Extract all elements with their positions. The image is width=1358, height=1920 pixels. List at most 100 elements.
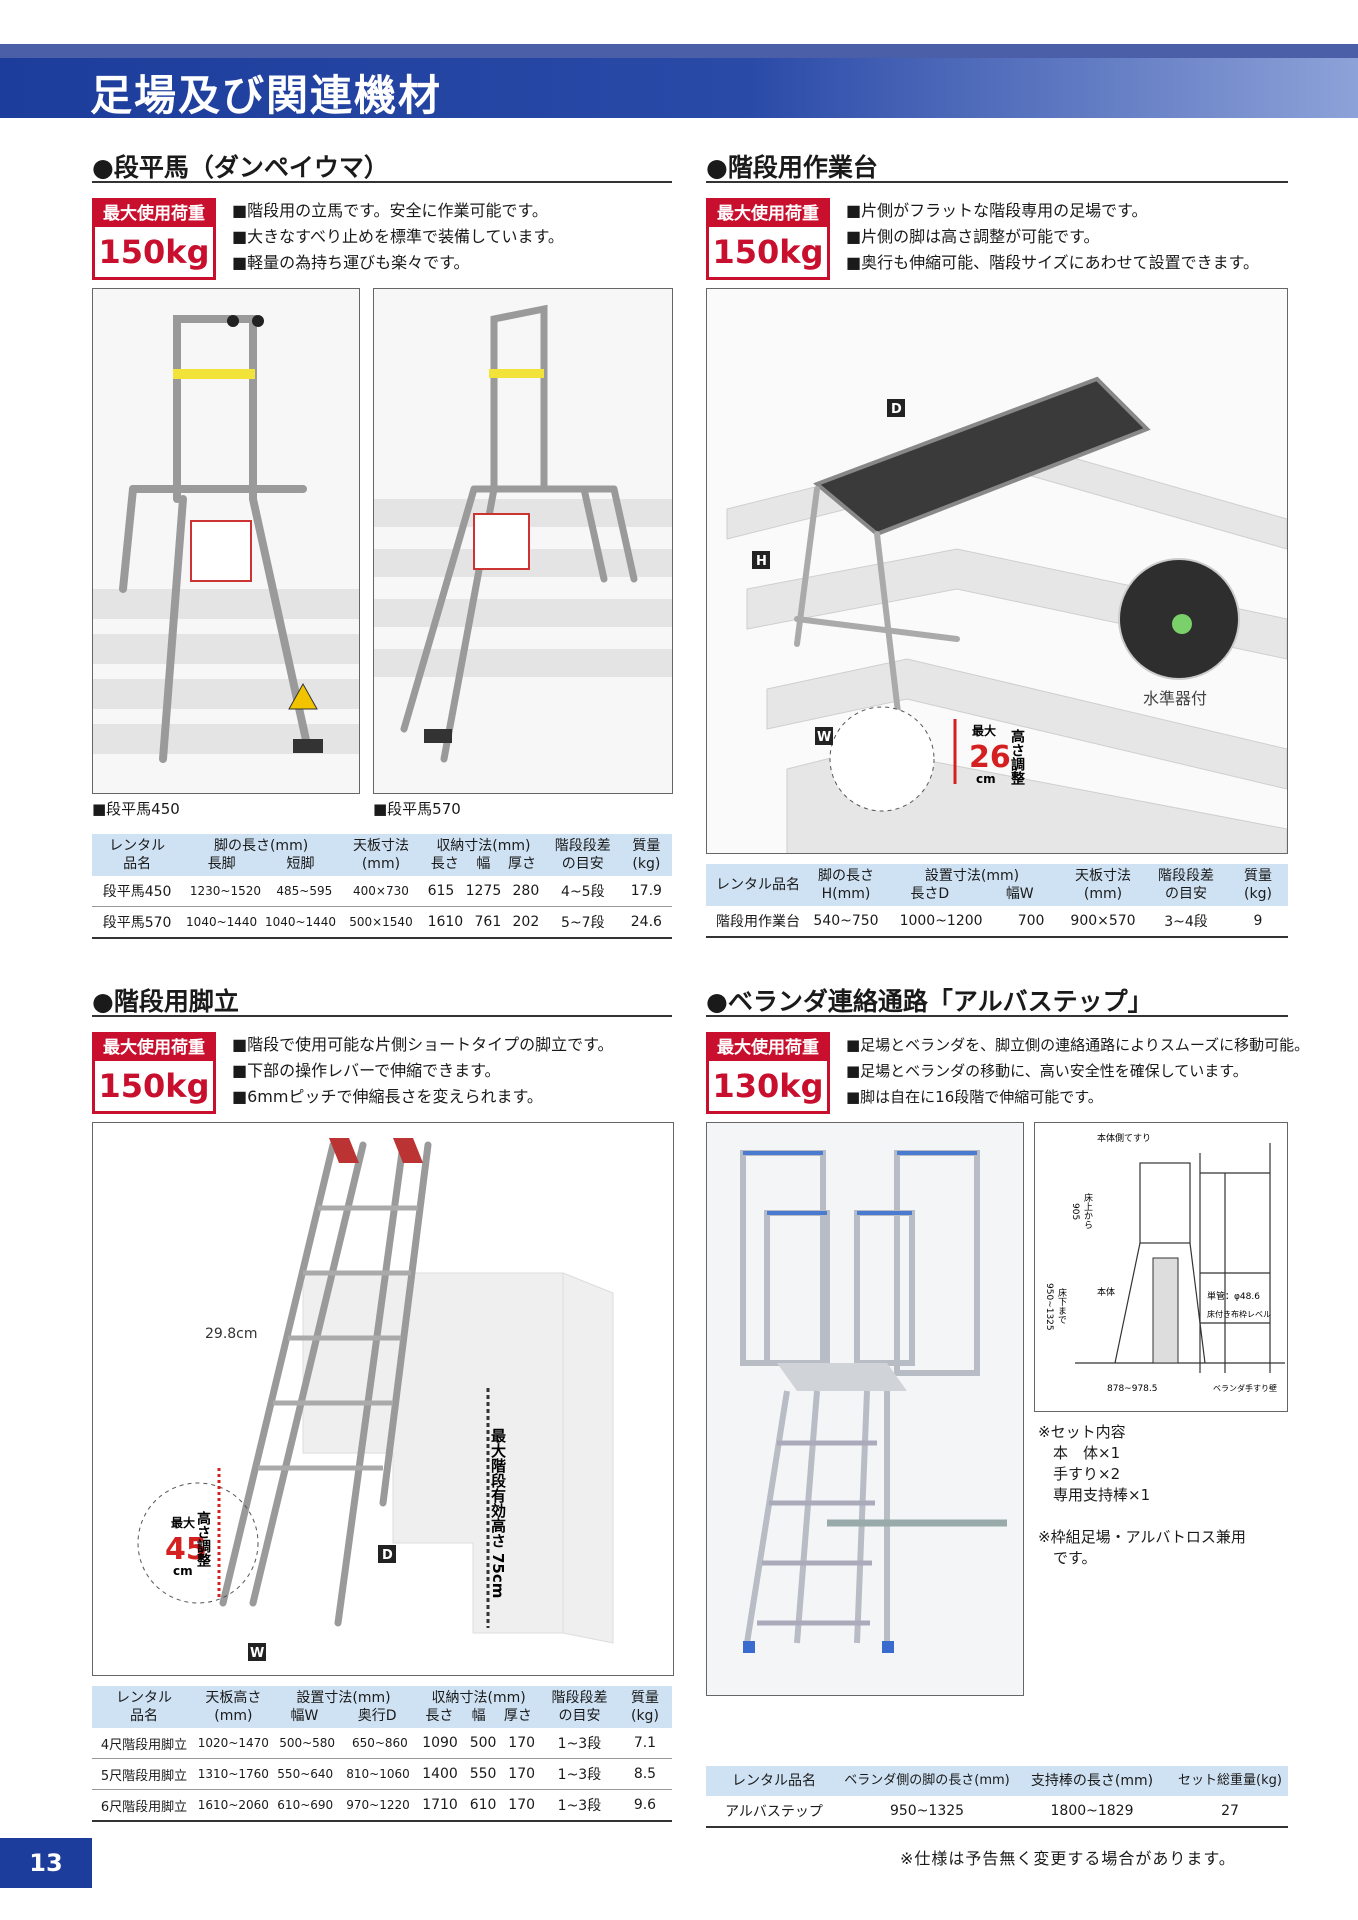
diagram-label: 905 — [1070, 1203, 1080, 1220]
col-subheader: 幅W — [290, 1708, 319, 1724]
table-cell: 1610~2060 — [195, 1789, 271, 1822]
col-subheader: 短脚 — [286, 856, 315, 872]
table-cell-part: 500 — [469, 1735, 497, 1751]
table-cell: 400×730 — [339, 876, 422, 907]
table-cell: 9 — [1228, 906, 1288, 938]
table-cell-part: 700 — [1017, 913, 1045, 929]
max-load-value: 150kg — [98, 1067, 210, 1105]
table-cell-part: 650~860 — [351, 1736, 408, 1750]
section-rule — [92, 181, 672, 183]
photo-caption: ■段平馬450 — [92, 800, 180, 818]
table-cell-part: 761 — [474, 914, 502, 930]
table-cell: 1~3段 — [541, 1728, 618, 1759]
feature-list: ■階段で使用可能な片側ショートタイプの脚立です。 ■下部の操作レバーで伸縮できま… — [232, 1032, 614, 1110]
dim-label-h: H — [756, 554, 767, 569]
section-rule — [92, 1015, 672, 1017]
table-cell-part: 202 — [512, 914, 540, 930]
set-contents-note: ※セット内容 本 体×1 手すり×2 専用支持棒×1 ※枠組足場・アルバトロス兼… — [1038, 1422, 1246, 1569]
col-header-text: 設置寸法(mm) — [296, 1690, 391, 1706]
table-cell-part: 610~690 — [277, 1798, 334, 1812]
feature-list: ■片側がフラットな階段専用の足場です。 ■片側の脚は高さ調整が可能です。 ■奥行… — [846, 198, 1259, 276]
table-cell-part: 170 — [508, 1766, 536, 1782]
table-cell: 3~4段 — [1144, 906, 1228, 938]
dim-label-w: W — [817, 730, 831, 745]
col-header: 質量 (kg) — [1228, 864, 1288, 906]
feature-item: ■6mmピッチで伸縮長さを変えられます。 — [232, 1087, 543, 1106]
table-cell: 1040~1440 1040~1440 — [182, 906, 340, 939]
product-photo-kyatatsu: 29.8cm 最大 45 cm 高さ調整 最大階段有効高さ 75cm D W — [92, 1122, 674, 1676]
max-label: 最大 — [171, 1515, 195, 1530]
col-header: レンタル品名 — [706, 864, 810, 906]
feature-item: ■下部の操作レバーで伸縮できます。 — [232, 1061, 501, 1080]
table-cell: 540~750 — [810, 906, 882, 938]
level-label: 水準器付 — [1143, 689, 1207, 708]
feature-item: ■片側がフラットな階段専用の足場です。 — [846, 201, 1148, 220]
col-header: 天板寸法 (mm) — [339, 834, 422, 876]
stair-ladder-illustration: 29.8cm 最大 45 cm 高さ調整 最大階段有効高さ 75cm D W — [93, 1123, 673, 1675]
table-cell-part: 170 — [508, 1735, 536, 1751]
stepladder-illustration — [374, 289, 672, 793]
note-line: ※セット内容 — [1038, 1423, 1126, 1441]
col-header: レンタル品名 — [706, 1766, 842, 1796]
table-cell: 900×570 — [1062, 906, 1144, 938]
col-header: 脚の長さ H(mm) — [810, 864, 882, 906]
table-cell: 段平馬450 — [92, 876, 183, 907]
table-cell-part: 970~1220 — [346, 1798, 410, 1812]
table-cell: 17.9 — [620, 876, 672, 907]
feature-item: ■足場とベランダの移動に、高い安全性を確保しています。 — [846, 1062, 1248, 1080]
technical-drawing: 本体側てすり 905 床上から 950~1325 床下まで 本体 単管：φ48.… — [1035, 1123, 1287, 1411]
feature-item: ■階段用の立馬です。安全に作業可能です。 — [232, 201, 548, 220]
note-line: 本 体×1 — [1038, 1444, 1121, 1462]
table-cell-part: 280 — [512, 883, 540, 899]
col-header-text: 収納寸法(mm) — [431, 1690, 526, 1706]
stair-workbench-illustration: D H W 水準器付 最大 26 cm 高さ調整 — [707, 289, 1287, 853]
max-load-badge: 最大使用荷重 150kg — [92, 1032, 216, 1114]
col-header-text: 脚の長さ(mm) — [213, 838, 309, 854]
note-spacer — [1038, 1506, 1246, 1527]
table-cell-part: 1040~1440 — [186, 915, 258, 929]
feature-list: ■階段用の立馬です。安全に作業可能です。 ■大きなすべり止めを標準で装備していま… — [232, 198, 564, 276]
col-header: 天板寸法 (mm) — [1062, 864, 1144, 906]
max-load-value: 130kg — [712, 1067, 824, 1105]
stepladder-illustration — [93, 289, 359, 793]
table-cell: 4~5段 — [544, 876, 621, 907]
diagram-label: 878~978.5 — [1107, 1384, 1157, 1394]
table-cell: 1~3段 — [541, 1789, 618, 1822]
table-cell: 9.6 — [617, 1789, 672, 1822]
table-cell: 500×1540 — [339, 906, 422, 939]
max-load-badge: 最大使用荷重 150kg — [92, 198, 216, 280]
table-cell-part: 1040~1440 — [264, 915, 337, 929]
col-header: 脚の長さ(mm) 長脚短脚 — [182, 834, 340, 876]
table-cell: アルバステップ — [706, 1796, 842, 1828]
col-header: 階段段差 の目安 — [541, 1686, 618, 1728]
feature-item: ■奥行も伸縮可能、階段サイズにあわせて設置できます。 — [846, 253, 1260, 272]
table-cell: 6尺階段用脚立 — [92, 1789, 196, 1822]
table-cell: 8.5 — [617, 1758, 672, 1790]
table-cell: 段平馬570 — [92, 906, 183, 939]
diagram-label: 床下まで — [1056, 1287, 1067, 1324]
note-line: ※枠組足場・アルバトロス兼用 — [1038, 1528, 1246, 1546]
col-header: レンタル 品名 — [92, 1686, 196, 1728]
table-cell: 5尺階段用脚立 — [92, 1758, 196, 1790]
col-header: 階段段差 の目安 — [1144, 864, 1228, 906]
col-subheader: 長さD — [910, 886, 950, 902]
table-cell-part: 1710 — [422, 1797, 458, 1813]
page-header: 足場及び関連機材 — [0, 58, 1358, 120]
table-cell: 610~690 970~1220 — [270, 1789, 417, 1822]
feature-item: ■軽量の為持ち運びも楽々です。 — [232, 253, 470, 272]
table-cell: 27 — [1172, 1796, 1288, 1828]
product-photo-dampei-570 — [373, 288, 673, 794]
max-load-value: 150kg — [712, 233, 824, 271]
col-subheader: 厚さ — [508, 856, 537, 872]
height-adjust-unit: cm — [976, 772, 996, 786]
col-header: 天板高さ (mm) — [195, 1686, 271, 1728]
